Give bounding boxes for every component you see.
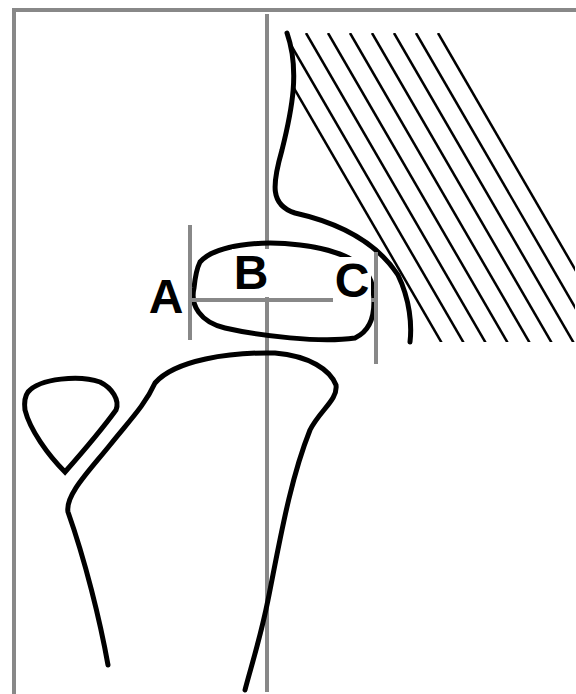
scapula-outline <box>68 353 336 690</box>
callout-letter: C <box>333 257 372 305</box>
frame <box>14 10 576 694</box>
hatch-stroke <box>416 33 576 343</box>
hatch-stroke <box>306 33 486 343</box>
hatch-stroke <box>394 33 574 343</box>
callout-letter: A <box>147 273 186 321</box>
hatch-stroke <box>328 33 508 343</box>
humeral-head-section <box>193 243 374 340</box>
callout-letter: B <box>232 249 271 297</box>
coracoid-outline <box>25 378 117 472</box>
measure-line <box>374 252 378 364</box>
hatching <box>262 33 576 343</box>
acromion-outline <box>275 33 411 342</box>
measure-line <box>188 225 192 340</box>
hatch-stroke <box>372 33 552 343</box>
hatch-stroke <box>262 33 442 343</box>
hatch-stroke <box>438 33 576 343</box>
